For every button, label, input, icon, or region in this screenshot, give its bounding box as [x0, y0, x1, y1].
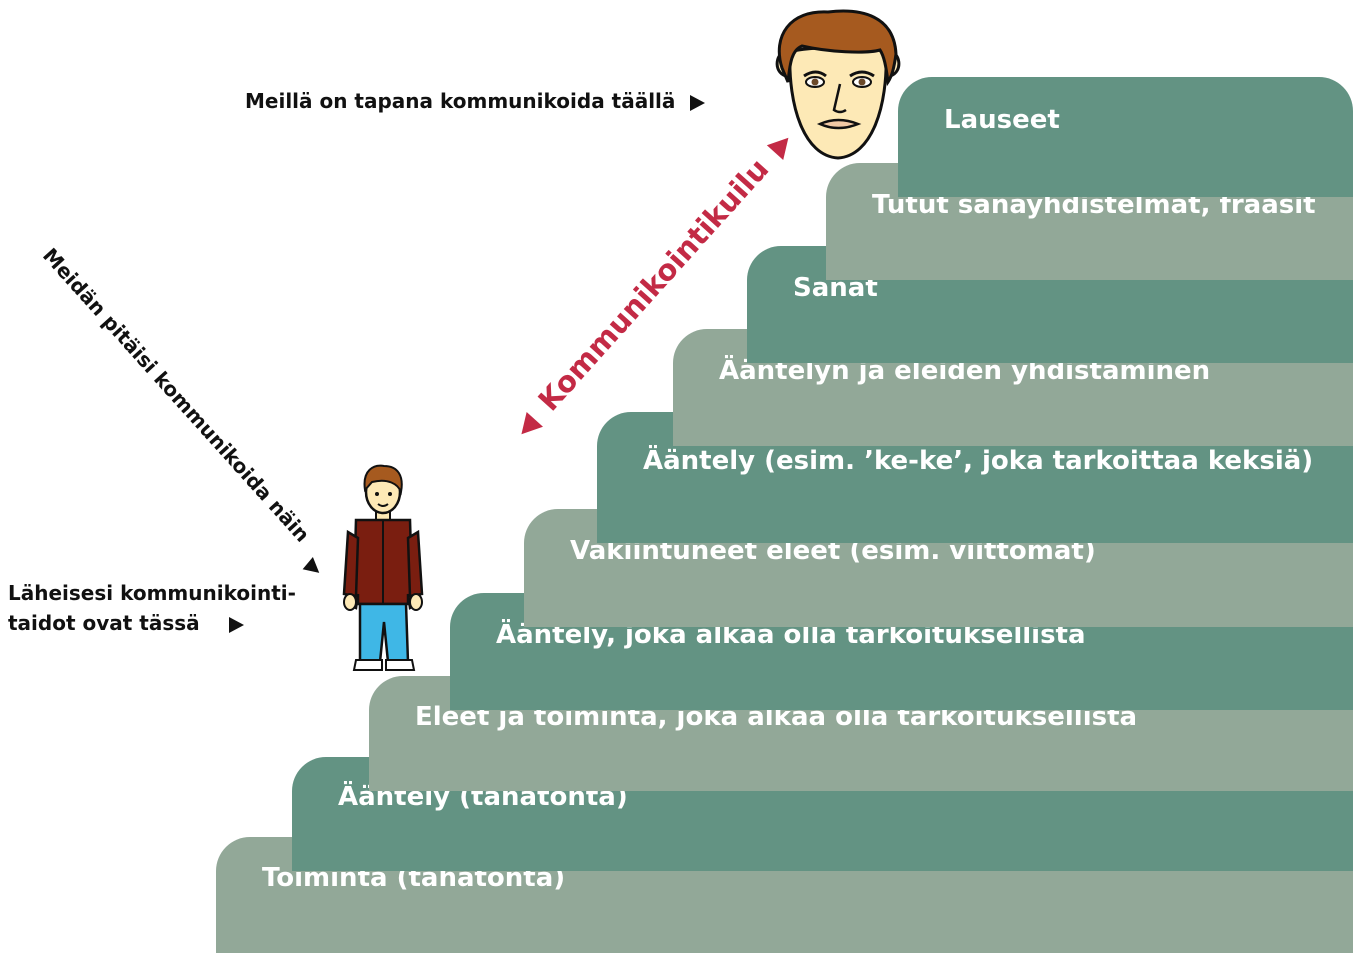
staircase-step: Lauseet — [898, 77, 1353, 197]
adult-face-icon — [775, 9, 901, 160]
top-annotation-text: Meillä on tapana kommunikoida täällä — [245, 89, 676, 113]
diagonal-annotation: Meidän pitäisi kommunikoida näin — [38, 243, 315, 546]
current-skills-line2: taidot ovat tässä — [8, 611, 200, 635]
arrow-right-icon — [228, 616, 244, 633]
current-skills-annotation: Läheisesi kommunikointi- taidot ovat täs… — [8, 578, 296, 638]
top-annotation: Meillä on tapana kommunikoida täällä — [245, 89, 706, 113]
child-figure-icon — [342, 464, 424, 671]
arrow-right-icon — [690, 94, 706, 111]
diagonal-annotation-text: Meidän pitäisi kommunikoida näin — [38, 243, 315, 547]
gap-arrow-left-icon — [513, 412, 543, 442]
staircase-step-label: Ääntely (esim. ’ke-ke’, joka tarkoittaa … — [643, 445, 1314, 476]
current-skills-line1: Läheisesi kommunikointi- — [8, 581, 296, 605]
staircase-step-label: Lauseet — [944, 105, 1060, 135]
arrow-right-icon — [302, 557, 325, 579]
current-skills-line2-row: taidot ovat tässä — [8, 608, 296, 638]
